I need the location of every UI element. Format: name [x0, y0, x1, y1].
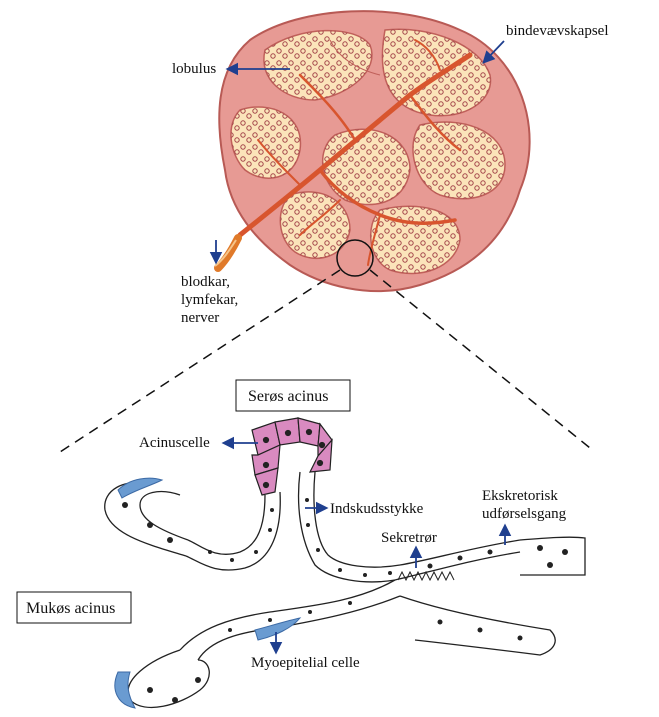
vessel-bundle [214, 234, 242, 272]
capsule-label: bindevævskapsel [506, 23, 609, 39]
striated-duct-folds [397, 570, 455, 582]
zoom-line-left [59, 269, 341, 453]
zoom-line-right [369, 269, 591, 449]
duct-tree [237, 39, 473, 266]
serous-acinus-box: Serøs acinus [235, 379, 351, 412]
serous-acinus-label: Serøs acinus [248, 388, 328, 405]
striated-duct [394, 551, 521, 581]
lobulus-label: lobulus [172, 61, 216, 77]
magnification-circle [336, 239, 374, 277]
mucous-acinus-bottom [127, 649, 210, 708]
vessels-label-2: lymfekar, [181, 292, 238, 308]
lobules [230, 28, 506, 275]
intercalated-label: Indskudsstykke [330, 501, 424, 517]
duct-cell-nuclei [122, 498, 568, 703]
striated-label: Sekretrør [381, 530, 437, 546]
vessels-label-3: nerver [181, 310, 219, 326]
gland [214, 10, 531, 293]
myoepithelial-label: Myoepitelial celle [251, 655, 360, 671]
vessels-label-1: blodkar, [181, 274, 230, 290]
intercalated-duct-left [187, 494, 266, 555]
capsule-arrow [482, 40, 505, 64]
serous-acinus [251, 417, 333, 496]
mucous-acinus-box: Mukøs acinus [16, 591, 132, 624]
acinar-cell-label: Acinuscelle [139, 435, 210, 451]
excretory-duct [519, 536, 586, 576]
excretory-label-2: udførselsgang [482, 506, 567, 522]
intercalated-duct-right [297, 471, 396, 583]
myoepithelial-cells [114, 477, 302, 709]
excretory-label-1: Ekskretorisk [482, 488, 558, 504]
mucous-acinus-label: Mukøs acinus [26, 600, 115, 617]
